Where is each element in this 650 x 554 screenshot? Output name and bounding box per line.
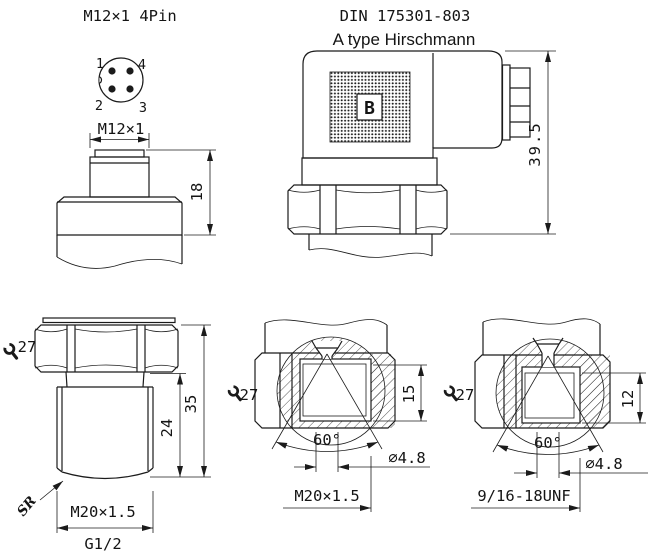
g12-thread-label: G1/2	[84, 535, 121, 553]
thread-stub-cap	[94, 149, 145, 158]
transmitter-housing-top	[56, 196, 183, 236]
break-line	[308, 248, 433, 258]
dimension-18: 18	[146, 149, 216, 236]
orifice-dia-text: ∅4.8	[585, 455, 622, 473]
connector-pins	[108, 67, 134, 93]
angle-arc	[496, 444, 600, 455]
dimension-15: 15	[373, 364, 427, 422]
unf-thread-label: 9/16-18UNF	[477, 487, 570, 505]
connector-flange	[301, 157, 438, 186]
dimension-orifice: ∅4.8	[514, 432, 648, 478]
dim-15-text: 15	[400, 385, 418, 404]
pin-diagram-title: M12×1 4Pin	[83, 7, 176, 25]
port-unf-section-view: 60° 12 ∅4.8 9/16-18UNF 27	[442, 318, 648, 512]
thread-body	[56, 371, 154, 480]
dim-39-5-text: 39.5	[526, 121, 544, 166]
m12-thread-label: M12×1	[98, 120, 145, 138]
fitting-body	[474, 354, 611, 429]
wrench-size-27: 27	[240, 386, 259, 404]
orifice-dia-text: ∅4.8	[388, 449, 425, 467]
cone-angle-text: 60°	[313, 431, 341, 449]
connector-face-circle	[98, 57, 144, 103]
dim-24-text: 24	[158, 419, 176, 438]
pin-label-1: 1	[96, 56, 104, 72]
spherical-tip	[61, 471, 149, 480]
hex-nut	[287, 184, 448, 235]
marking-letter: B	[364, 98, 375, 119]
dimension-12: 12	[582, 372, 646, 424]
m20-thread-label: M20×1.5	[70, 503, 135, 521]
wrench-size-27: 27	[18, 338, 37, 356]
port-m20-external-view: 27 SR 24 35	[2, 317, 211, 553]
section-hatch	[371, 354, 395, 428]
pin-label-4: 4	[138, 57, 146, 73]
dimension-orifice: ∅4.8	[294, 432, 430, 472]
marking-box	[356, 93, 383, 121]
port-m20-section-view: 60° 15 ∅4.8 M20×1.5 27	[226, 319, 430, 512]
dimension-24: 24	[150, 373, 186, 477]
orifice-cone	[532, 337, 564, 367]
orifice-void	[533, 338, 563, 367]
hex-nut	[34, 324, 179, 373]
pin-label-3: 3	[139, 100, 147, 116]
dimension-35: 35	[150, 324, 211, 478]
m20-section-thread-label: M20×1.5	[294, 487, 359, 505]
dimension-m20: M20×1.5 G1/2	[56, 491, 154, 553]
cable-gland	[501, 64, 531, 141]
sr-label: SR	[14, 493, 40, 519]
dim-35-text: 35	[182, 395, 200, 414]
wrench-size-27: 27	[456, 386, 475, 404]
threaded-bore	[521, 366, 581, 424]
dim-18-text: 18	[188, 183, 206, 202]
m12-connector-side-view: M12×1 18	[56, 120, 216, 269]
hex-top-washer	[42, 317, 176, 324]
break-line	[482, 318, 601, 325]
thread-callout: M20×1.5	[283, 456, 372, 512]
dimension-39-5: 39.5	[450, 50, 556, 235]
section-hatch	[580, 355, 610, 428]
break-line	[264, 319, 388, 326]
pin-diagram: M12×1 4Pin 1 4 2 3	[83, 7, 176, 116]
sr-callout: SR	[14, 480, 64, 520]
orifice-cone	[311, 340, 343, 359]
fitting-body	[254, 352, 396, 429]
din-title: DIN 175301-803	[340, 7, 471, 25]
break-line	[56, 256, 183, 269]
orifice-void	[312, 341, 342, 359]
din-connector-view: DIN 175301-803 A type Hirschmann B	[287, 7, 556, 258]
cone-angle-text: 60°	[534, 434, 562, 452]
pin-label-2: 2	[95, 98, 103, 114]
dim-12-text: 12	[619, 390, 637, 409]
din-subtitle: A type Hirschmann	[333, 30, 476, 49]
keying-notch	[99, 76, 103, 84]
thread-callout: 9/16-18UNF	[471, 458, 581, 512]
angle-arc	[275, 441, 379, 452]
m12-thread-dimension	[89, 133, 150, 148]
